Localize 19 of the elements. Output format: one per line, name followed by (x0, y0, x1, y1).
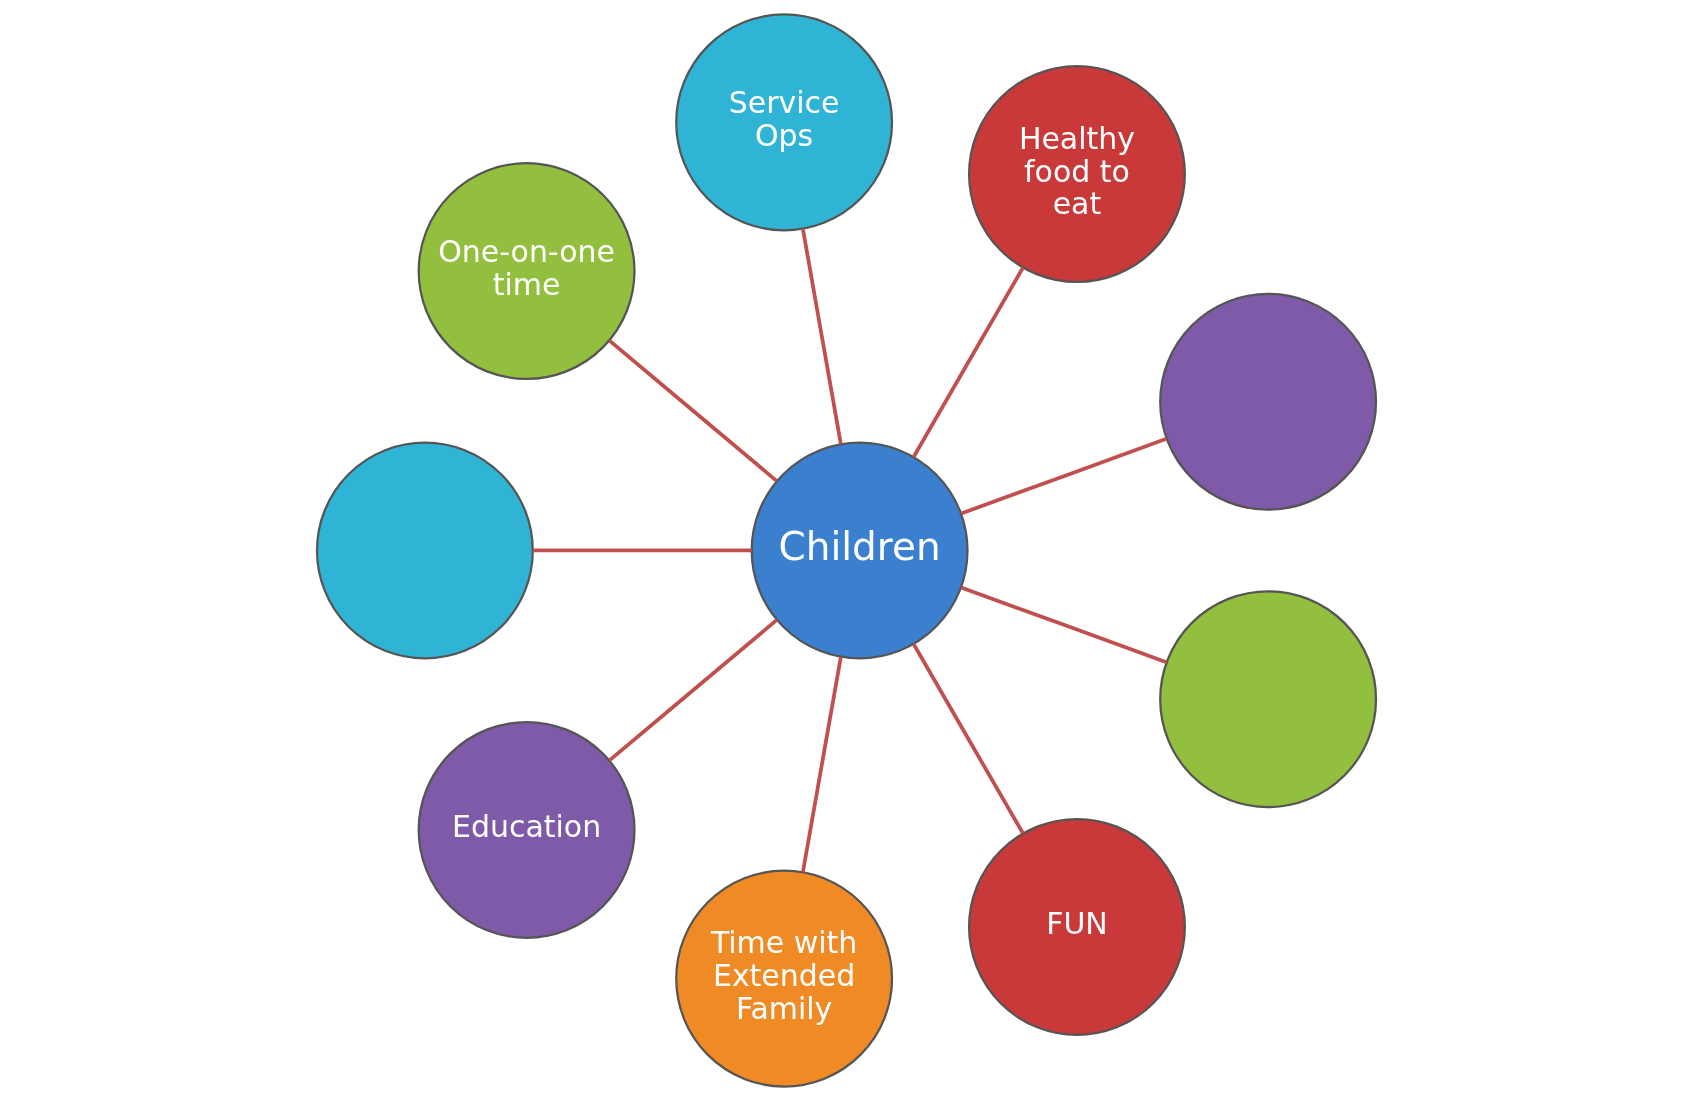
node-circle (315, 441, 534, 660)
connector (911, 643, 1024, 835)
connector (607, 339, 778, 483)
node-circle: One-on-one time (417, 162, 636, 381)
connector (800, 228, 843, 445)
connector (959, 437, 1167, 516)
node-circle (1158, 590, 1377, 809)
node-circle: Healthy food to eat (967, 65, 1186, 284)
connector (532, 548, 752, 553)
node-circle (1158, 292, 1377, 511)
node-circle: FUN (967, 817, 1186, 1036)
connector (607, 618, 778, 762)
node-circle: Service Ops (674, 13, 893, 232)
connector (911, 266, 1024, 458)
node-circle: Education (417, 720, 636, 939)
connector (959, 585, 1167, 664)
node-circle: Children (750, 441, 969, 660)
node-circle: Time with Extended Family (674, 869, 893, 1088)
connector (800, 656, 843, 873)
